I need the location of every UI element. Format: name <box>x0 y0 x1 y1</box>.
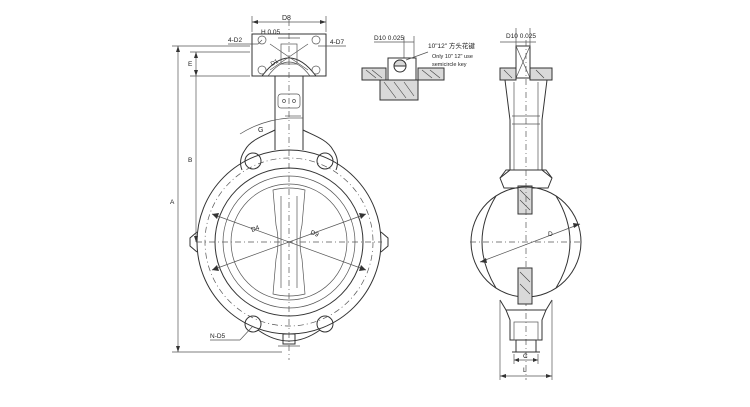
front-dimensions: D8 H 0.05 4-D2 4-D7 D1 E B A G <box>170 15 346 353</box>
label-d1: D1 <box>270 58 280 67</box>
label-e: E <box>188 61 193 68</box>
label-d9: D9 <box>309 229 320 239</box>
label-key-cn: 10"12" 方头花键 <box>428 41 475 50</box>
label-n-d5: N-D5 <box>210 333 226 340</box>
label-d4: D4 <box>250 224 261 234</box>
disc-hub <box>272 187 306 297</box>
label-h: H 0.05 <box>261 29 281 36</box>
key-detail: D10 0.025 10"12" 方头花键 Only 10" 12" use s… <box>361 35 475 101</box>
label-b: B <box>188 157 192 164</box>
flange-bolt-hole <box>257 35 267 45</box>
label-a: A <box>170 199 175 206</box>
flange-bolt-hole <box>257 65 267 75</box>
flange-bolt-hole <box>311 65 321 75</box>
label-d8: D8 <box>282 15 291 22</box>
side-view: D10 0.025 D <box>470 28 582 380</box>
flange-bolt-hole <box>311 35 321 45</box>
label-4-d7: 4-D7 <box>330 39 344 46</box>
label-g: G <box>258 127 263 134</box>
label-d: D <box>548 231 553 238</box>
label-d10-left: D10 0.025 <box>374 35 404 42</box>
label-d10-right: D10 0.025 <box>506 33 536 40</box>
front-view <box>189 20 389 360</box>
label-c: C <box>523 353 528 360</box>
label-key-en-2: semicircle key <box>432 62 467 68</box>
lug-hole <box>244 315 262 333</box>
label-4-d2: 4-D2 <box>228 37 242 44</box>
label-key-en-1: Only 10" 12" use <box>432 54 473 60</box>
lug-hole <box>316 315 334 333</box>
label-l: L <box>523 367 527 374</box>
